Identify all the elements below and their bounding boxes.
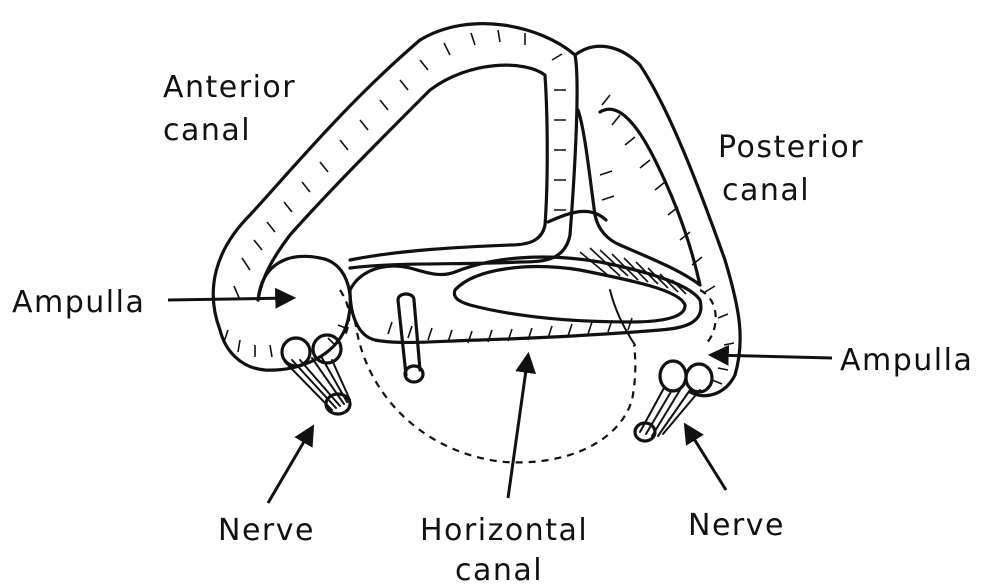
anterior-canal-label-line1: Anterior bbox=[163, 70, 296, 105]
ampulla-left-arrow bbox=[168, 298, 292, 300]
posterior-canal-label-line2: canal bbox=[722, 173, 810, 208]
anterior-canal-label-line2: canal bbox=[163, 113, 251, 148]
ampulla-right-arrow bbox=[712, 355, 832, 358]
ampulla-right-label: Ampulla bbox=[840, 343, 973, 378]
horizontal-canal-label-line2: canal bbox=[455, 553, 543, 588]
right-ampulla-drawing bbox=[635, 355, 735, 441]
horizontal-canal-arrow bbox=[508, 356, 528, 498]
horizontal-canal-label-line1: Horizontal bbox=[420, 513, 588, 548]
horizontal-canal-drawing bbox=[340, 248, 716, 462]
nerve-left-label: Nerve bbox=[218, 513, 315, 548]
nerve-left-arrow bbox=[268, 428, 312, 503]
middle-ampulla-drawing bbox=[398, 294, 423, 382]
ampulla-left-label: Ampulla bbox=[12, 285, 145, 320]
nerve-right-arrow bbox=[686, 426, 726, 490]
posterior-canal-label-line1: Posterior bbox=[718, 130, 864, 165]
left-ampulla-drawing bbox=[220, 256, 350, 414]
nerve-right-label: Nerve bbox=[688, 508, 785, 543]
